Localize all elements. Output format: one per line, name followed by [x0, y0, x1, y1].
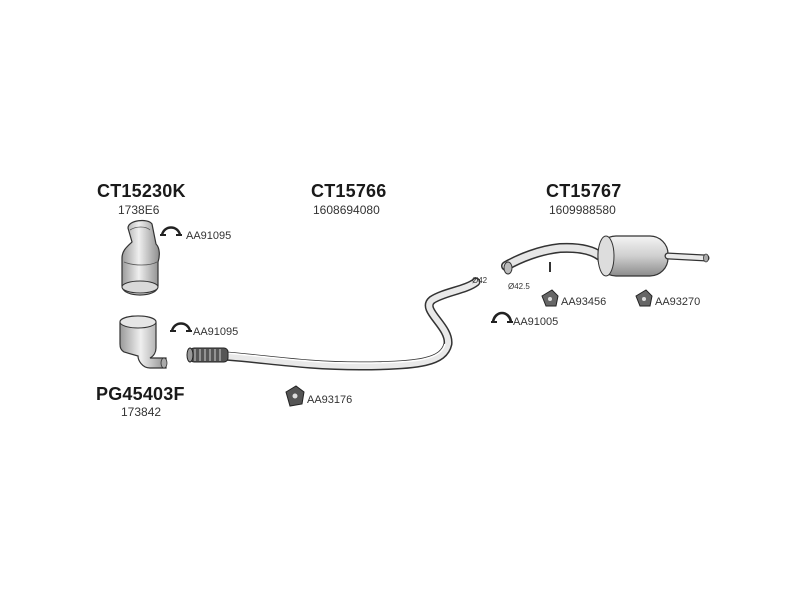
part-code-catalyst-upper: CT15230K [97, 181, 186, 201]
diameter-label-front: Ø42 [472, 276, 488, 285]
part-code-rear-silencer: CT15767 [546, 181, 622, 201]
catalyst-lower-illustration [119, 315, 168, 369]
accessory-label-mount-rear-1: AA93456 [561, 296, 607, 308]
accessory-label-clamp-lower: AA91095 [193, 326, 239, 338]
clamp-lower-illustration [170, 322, 192, 332]
accessory-label-mount-middle: AA93176 [307, 394, 353, 406]
part-ref-front-pipe: 1608694080 [313, 203, 380, 217]
part-ref-rear-silencer: 1609988580 [549, 203, 616, 217]
accessory-label-mount-rear-2: AA93270 [655, 296, 701, 308]
front-pipe-illustration [186, 277, 481, 371]
clamp-upper-illustration [160, 226, 182, 236]
part-code-catalyst-lower: PG45403F [96, 384, 185, 404]
accessory-label-clamp-upper: AA91095 [186, 230, 232, 242]
part-ref-catalyst-upper: 1738E6 [118, 203, 160, 217]
catalyst-upper-illustration [121, 219, 160, 296]
mount-rear-2-illustration [635, 289, 653, 307]
mount-middle-illustration [285, 385, 305, 407]
rear-silencer-illustration [501, 235, 710, 277]
clamp-rear-illustration [491, 311, 513, 323]
accessory-label-clamp-rear: AA91005 [513, 316, 559, 328]
mount-rear-1-illustration [541, 289, 559, 307]
diameter-label-rear: Ø42.5 [508, 282, 530, 291]
part-ref-catalyst-lower: 173842 [121, 405, 162, 419]
part-code-front-pipe: CT15766 [311, 181, 387, 201]
